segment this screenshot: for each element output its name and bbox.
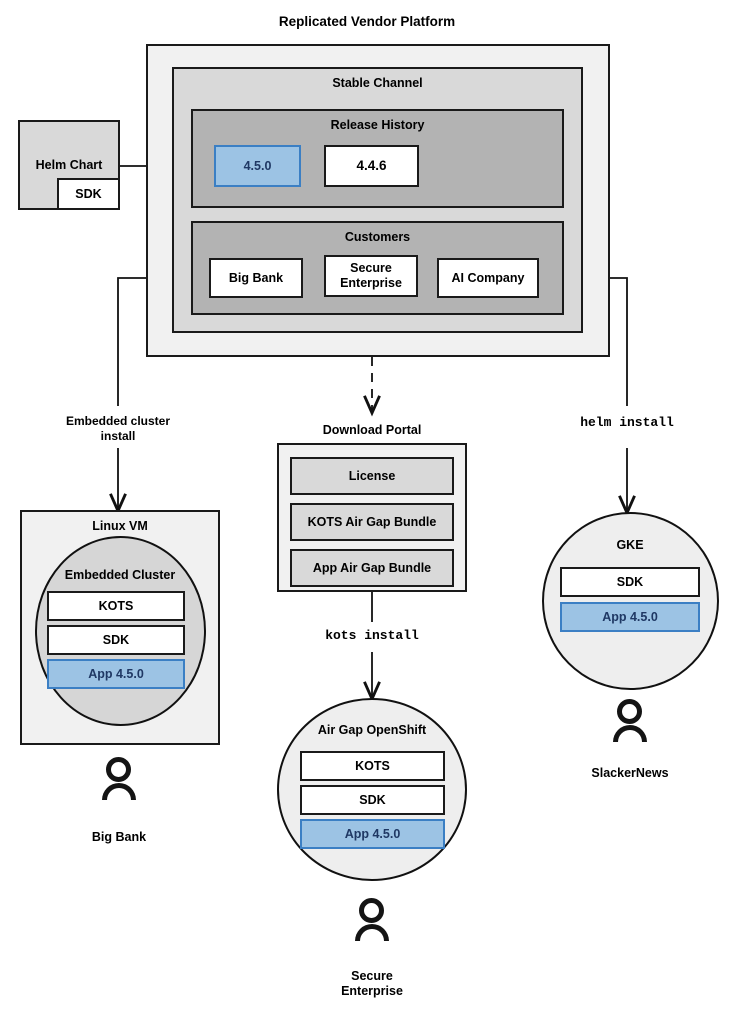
portal-artifact-kots-air-gap-bundle[interactable]: KOTS Air Gap Bundle <box>290 503 454 541</box>
component-kots[interactable]: KOTS <box>300 751 445 781</box>
artifact-name: License <box>348 468 396 483</box>
actor-icon-secure-enterprise <box>344 898 400 960</box>
edge-label-helm-install: helm install <box>580 415 674 430</box>
artifact-name: KOTS Air Gap Bundle <box>307 514 437 529</box>
person-body-icon <box>613 725 647 742</box>
linux-vm-label: Linux VM <box>92 519 148 533</box>
helm-chart-label: Helm Chart <box>35 158 103 172</box>
component-kots[interactable]: KOTS <box>47 591 185 621</box>
helm-chart-sdk-box[interactable]: SDK <box>57 178 120 210</box>
helm-chart-box[interactable]: Helm Chart <box>18 120 120 210</box>
component-name: SDK <box>102 632 130 647</box>
actor-label-secure-enterprise: Secure Enterprise <box>341 969 403 999</box>
page-title: Replicated Vendor Platform <box>278 14 456 29</box>
customer-name: Big Bank <box>228 270 284 285</box>
component-name: KOTS <box>355 758 390 773</box>
release-version: 4.5.0 <box>243 158 272 173</box>
component-app[interactable]: App 4.5.0 <box>300 819 445 849</box>
actor-icon-slackernews <box>602 699 658 761</box>
actor-label-big-bank: Big Bank <box>91 830 147 844</box>
download-portal-label: Download Portal <box>322 423 422 437</box>
component-name: App 4.5.0 <box>344 826 401 841</box>
component-app[interactable]: App 4.5.0 <box>47 659 185 689</box>
person-body-icon <box>102 783 136 800</box>
actor-label-slackernews: SlackerNews <box>591 766 669 780</box>
release-history-label: Release History <box>330 118 425 132</box>
component-name: App 4.5.0 <box>88 666 144 681</box>
component-sdk[interactable]: SDK <box>300 785 445 815</box>
component-sdk[interactable]: SDK <box>47 625 185 655</box>
component-name: SDK <box>359 792 386 807</box>
component-name: KOTS <box>98 598 134 613</box>
edge-label-kots-install: kots install <box>325 628 419 643</box>
component-name: SDK <box>616 574 644 589</box>
customers-label: Customers <box>344 230 411 244</box>
component-app[interactable]: App 4.5.0 <box>560 602 700 632</box>
customer-card-secure-enterprise[interactable]: Secure Enterprise <box>324 255 418 297</box>
customer-card-ai-company[interactable]: AI Company <box>437 258 539 298</box>
air-gap-openshift-label: Air Gap OpenShift <box>317 723 427 737</box>
customer-card-big-bank[interactable]: Big Bank <box>209 258 303 298</box>
component-name: App 4.5.0 <box>602 609 658 624</box>
release-card-4-5-0[interactable]: 4.5.0 <box>214 145 301 187</box>
person-head-icon <box>617 699 642 724</box>
gke-label: GKE <box>616 538 644 552</box>
sdk-label: SDK <box>75 186 102 201</box>
portal-artifact-license[interactable]: License <box>290 457 454 495</box>
environment-gke <box>542 512 719 690</box>
component-sdk[interactable]: SDK <box>560 567 700 597</box>
stable-channel-label: Stable Channel <box>332 76 423 90</box>
portal-artifact-app-air-gap-bundle[interactable]: App Air Gap Bundle <box>290 549 454 587</box>
edge-label-embedded-cluster-install: Embedded cluster install <box>65 414 171 443</box>
customer-name: Secure Enterprise <box>340 261 402 290</box>
person-body-icon <box>355 924 389 941</box>
person-head-icon <box>359 898 384 923</box>
release-version: 4.4.6 <box>356 157 387 173</box>
release-card-4-4-6[interactable]: 4.4.6 <box>324 145 419 187</box>
embedded-cluster-label: Embedded Cluster <box>64 568 176 582</box>
customer-name: AI Company <box>451 270 525 285</box>
actor-icon-big-bank <box>91 757 147 819</box>
person-head-icon <box>106 757 131 782</box>
artifact-name: App Air Gap Bundle <box>312 560 432 575</box>
